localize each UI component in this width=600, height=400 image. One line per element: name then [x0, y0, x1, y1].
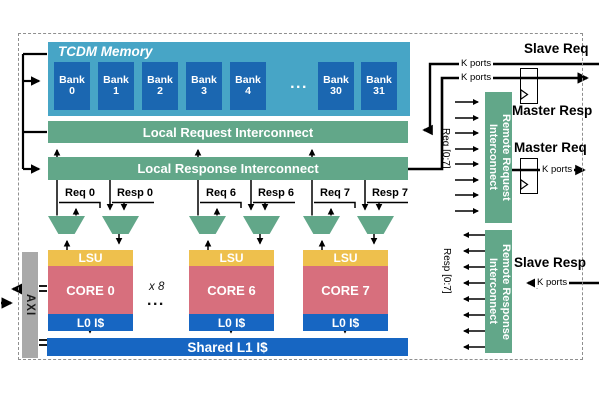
core7-wires: [308, 148, 408, 334]
core0-lsu: LSU: [48, 250, 133, 266]
slave-req-kports-label: K ports: [459, 58, 494, 69]
clock-triangle-icon: [520, 179, 529, 190]
slave-resp-label: Slave Resp: [514, 255, 587, 270]
core0-resp-mux: [102, 216, 139, 234]
core7-l0-cache: L0 I$: [303, 314, 388, 331]
clock-triangle-icon: [520, 89, 529, 100]
core7-box: CORE 7: [303, 266, 388, 314]
tcdm-title: TCDM Memory: [58, 44, 153, 59]
resp0-label: Resp 0: [116, 187, 154, 199]
core6-box: CORE 6: [189, 266, 274, 314]
remote-request-input-arrows: [455, 98, 480, 215]
axi-label: AXI: [24, 293, 36, 317]
remote-request-interconnect-box: Remote Request Interconnect: [485, 92, 512, 223]
resp6-label: Resp 6: [257, 187, 295, 199]
req-range-label: Req [0:7]: [440, 128, 451, 169]
core6-l0-cache: L0 I$: [189, 314, 274, 331]
slave-resp-kports-label: K ports: [535, 277, 570, 288]
req7-label: Req 7: [320, 187, 350, 199]
core0-wires: [53, 148, 154, 334]
req6-label: Req 6: [206, 187, 236, 199]
master-resp-kports-label: K ports: [459, 72, 494, 83]
slave-req-register: [520, 68, 538, 104]
cores-ellipsis: ...: [147, 292, 165, 309]
left-bus-bracket: [21, 52, 47, 174]
core7-req-mux: [303, 216, 340, 234]
master-resp-label: Master Resp: [512, 103, 593, 118]
banks-ellipsis: ...: [290, 75, 308, 92]
core7-resp-mux: [357, 216, 394, 234]
axi-bus-ticks: [39, 285, 47, 346]
axi-bus-bar: AXI: [22, 252, 38, 358]
core0-req-mux: [48, 216, 85, 234]
core0-box: CORE 0: [48, 266, 133, 314]
core-multiplier-label: x 8: [149, 281, 165, 293]
master-req-register: [520, 158, 538, 194]
slave-req-wire: [422, 62, 599, 136]
core6-lsu: LSU: [189, 250, 274, 266]
core7-lsu: LSU: [303, 250, 388, 266]
resp-range-label: Resp [0:7]: [441, 248, 452, 294]
cluster-boundary: [18, 33, 583, 360]
master-req-label: Master Req: [514, 140, 587, 155]
resp7-label: Resp 7: [371, 187, 409, 199]
master-req-kports-label: K ports: [540, 164, 575, 175]
local-response-interconnect-bar: Local Response Interconnect: [48, 157, 408, 180]
master-resp-wire: [408, 72, 589, 171]
core0-l0-cache: L0 I$: [48, 314, 133, 331]
remote-response-interconnect-box: Remote Response Interconnect: [485, 230, 512, 353]
local-request-interconnect-bar: Local Request Interconnect: [48, 121, 408, 143]
core6-req-mux: [189, 216, 226, 234]
core6-resp-mux: [243, 216, 280, 234]
remote-response-output-arrows: [462, 231, 485, 351]
shared-l1-cache-bar: Shared L1 I$: [47, 338, 408, 356]
req0-label: Req 0: [65, 187, 95, 199]
slave-req-label: Slave Req: [524, 41, 589, 56]
